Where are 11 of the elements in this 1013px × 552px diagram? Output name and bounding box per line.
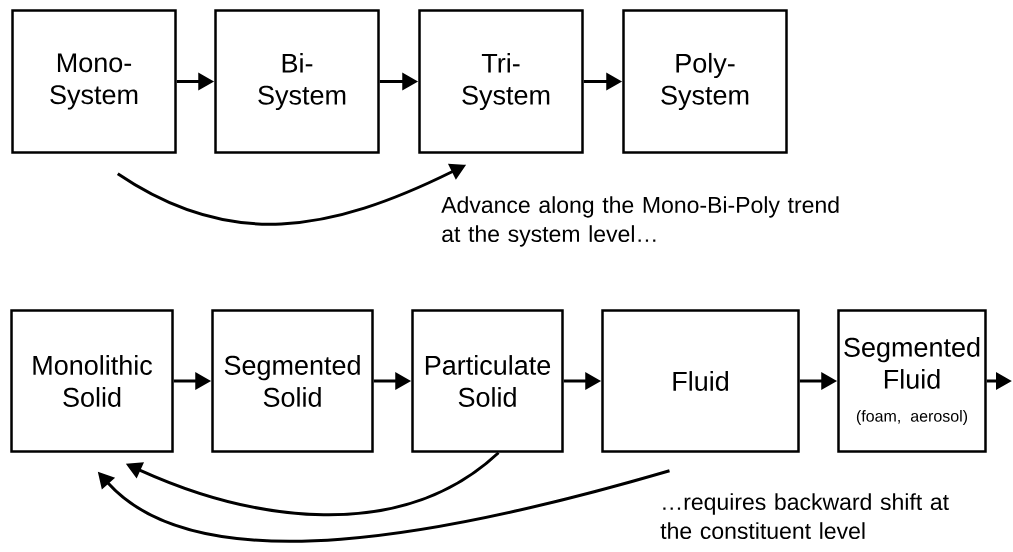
process-box: Segmented Fluid (foam, aerosol) bbox=[837, 309, 987, 453]
annotation-text: Advance along the Mono-Bi-Poly trend at the system level… bbox=[441, 196, 839, 247]
process-box: Tri- System bbox=[418, 9, 584, 154]
process-box: Poly- System bbox=[622, 9, 788, 154]
process-box: Monolithic Solid bbox=[10, 309, 174, 453]
process-box: Segmented Solid bbox=[211, 309, 374, 453]
process-box: Bi- System bbox=[214, 9, 380, 154]
process-box: Particulate Solid bbox=[411, 309, 564, 453]
annotation-text: …requires backward shift at the constituent level bbox=[660, 493, 949, 540]
process-box: Mono- System bbox=[11, 9, 177, 154]
process-box: Fluid bbox=[601, 309, 800, 453]
